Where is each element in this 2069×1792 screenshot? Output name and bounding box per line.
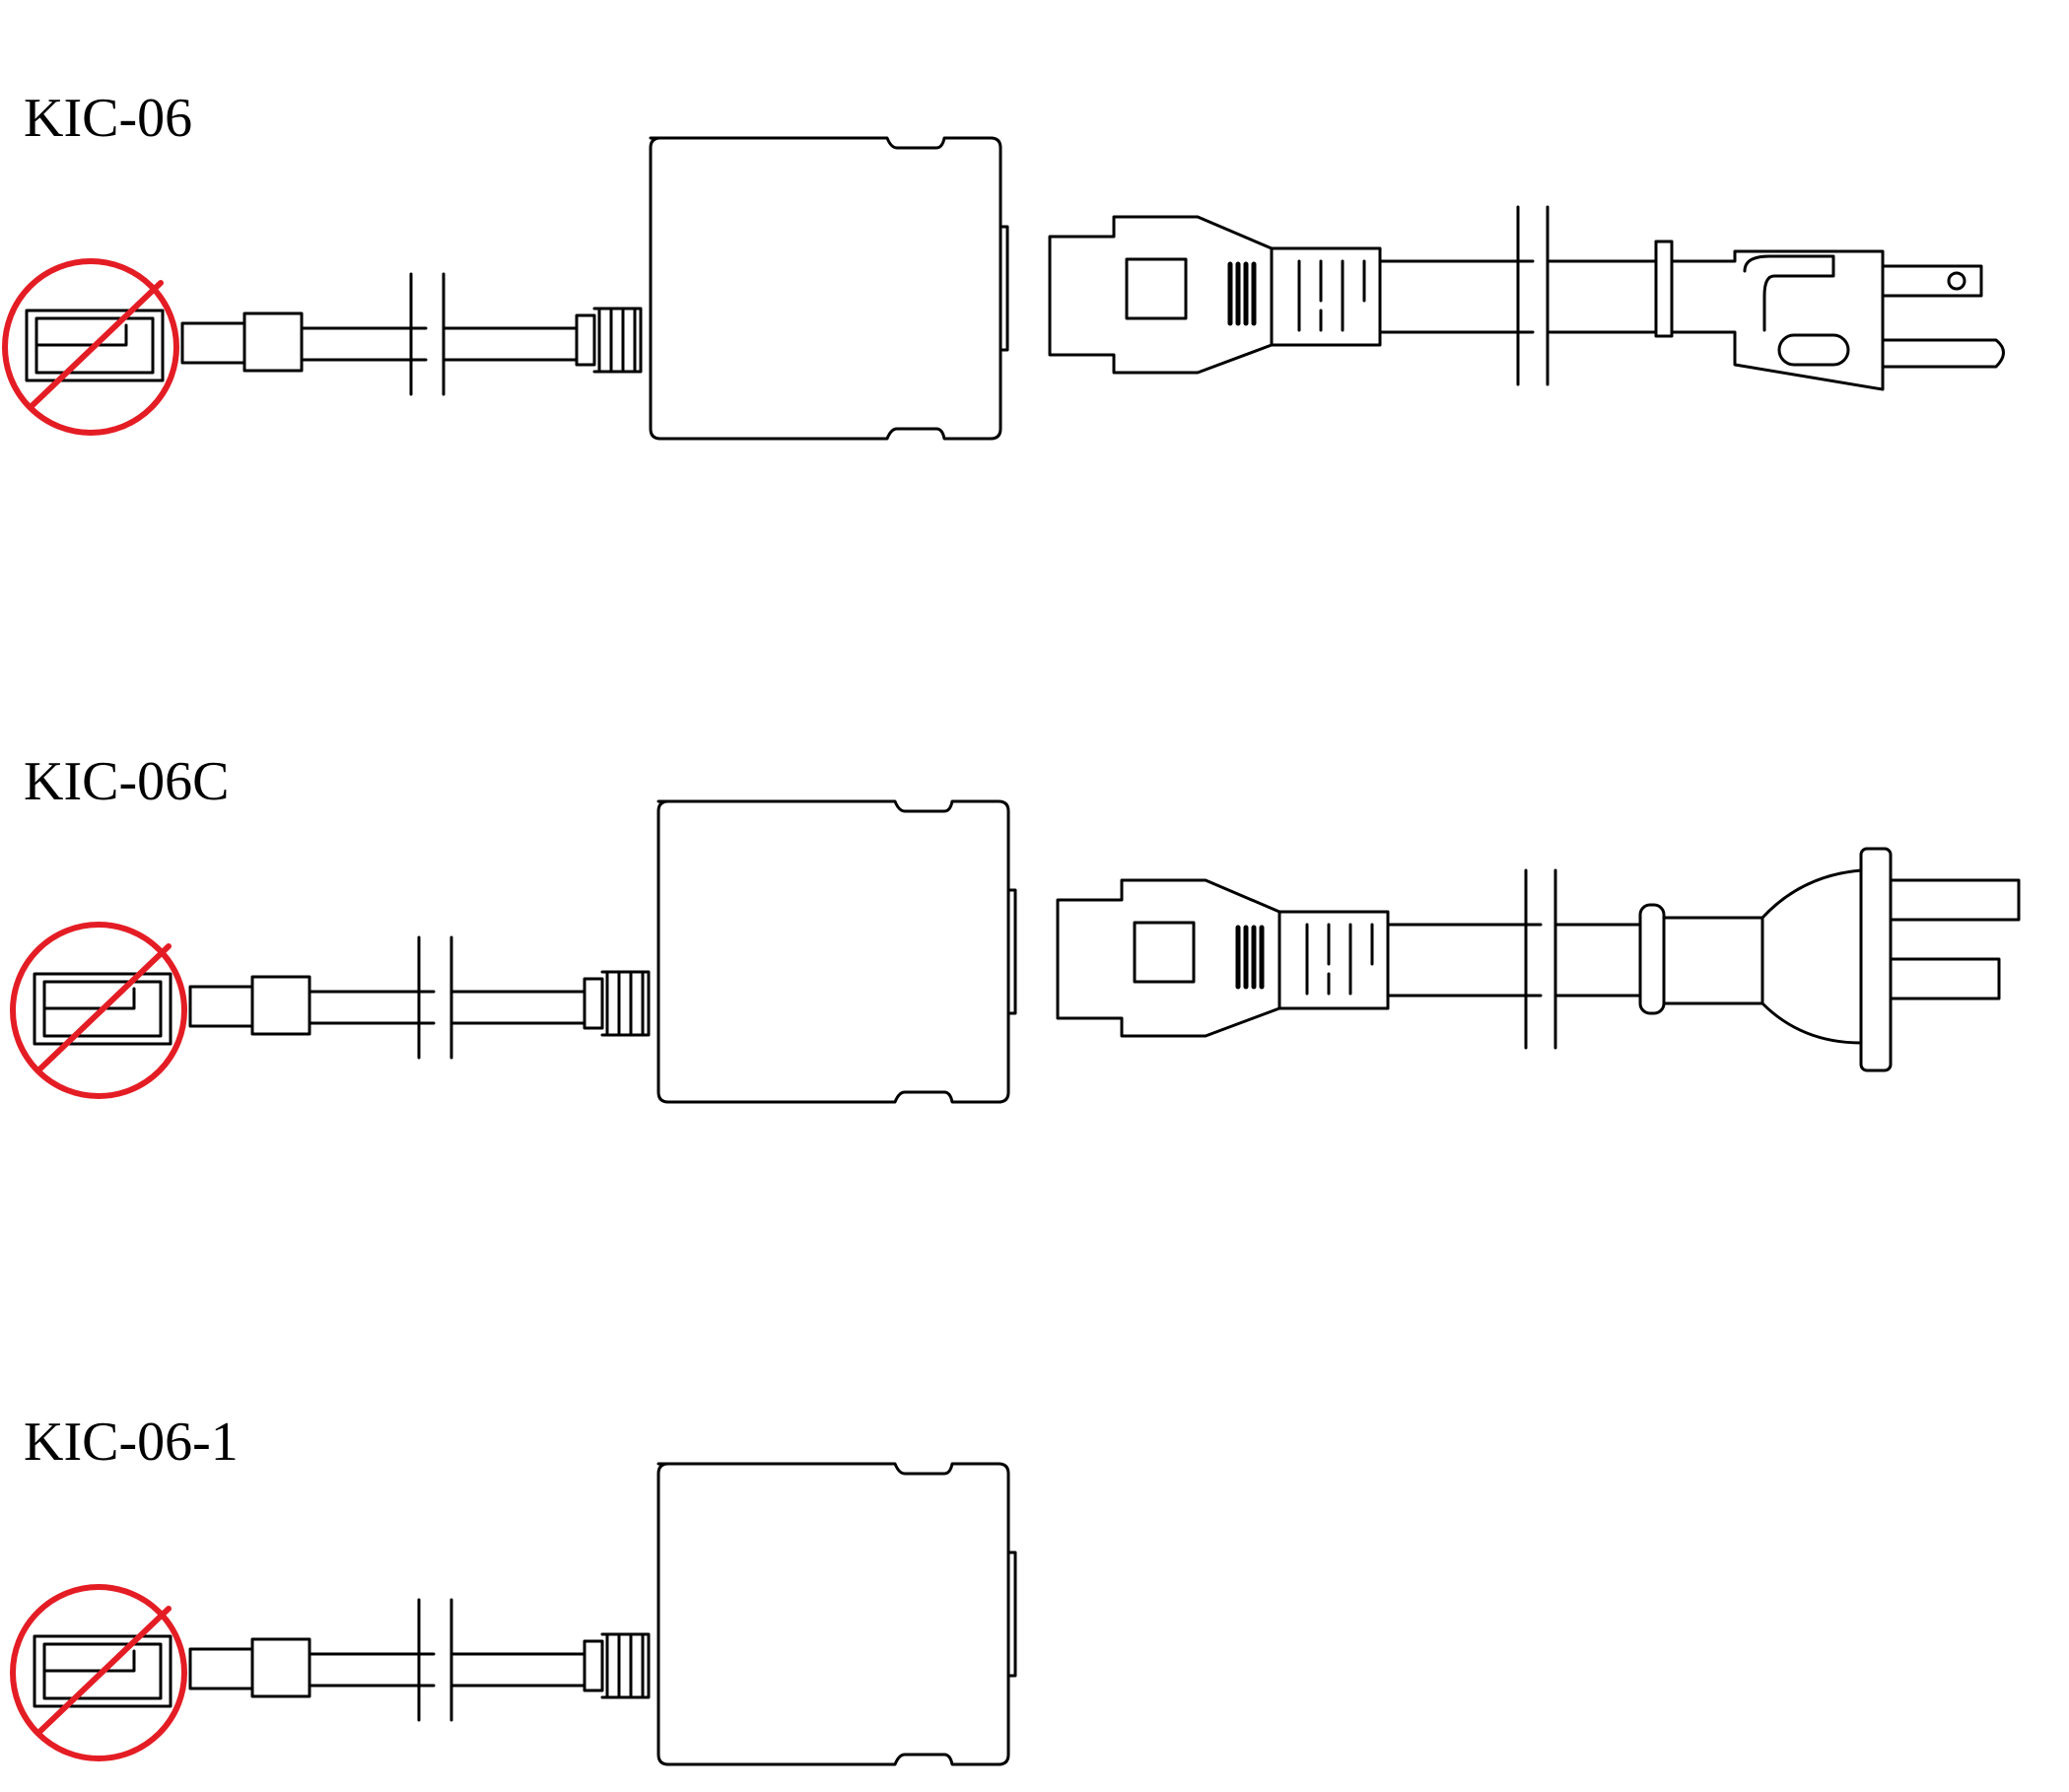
prohibited-icon — [5, 261, 176, 433]
iec-coupler-icon — [1050, 217, 1503, 373]
us-plug-icon — [1546, 240, 2005, 391]
dc-cable — [308, 1598, 651, 1722]
model-label-kic-06-1: KIC-06-1 — [24, 1412, 239, 1473]
model-label-kic-06: KIC-06 — [24, 88, 193, 149]
dc-cable — [300, 272, 643, 396]
adapter-body — [656, 799, 1017, 1104]
prohibited-icon — [13, 1587, 184, 1758]
row-kic-06-1 — [13, 1462, 1017, 1766]
model-label-kic-06c: KIC-06C — [24, 751, 230, 812]
cord-break — [1509, 868, 1557, 1050]
cn-plug-icon — [1553, 847, 2021, 1072]
iec-coupler-icon — [1058, 880, 1511, 1036]
prohibited-icon — [13, 925, 184, 1096]
row-kic-06 — [5, 136, 2005, 441]
row-kic-06c — [13, 799, 2021, 1104]
adapter-body — [649, 136, 1009, 441]
dc-cable — [308, 935, 651, 1060]
adapter-body — [656, 1462, 1017, 1766]
cord-break — [1501, 205, 1550, 386]
